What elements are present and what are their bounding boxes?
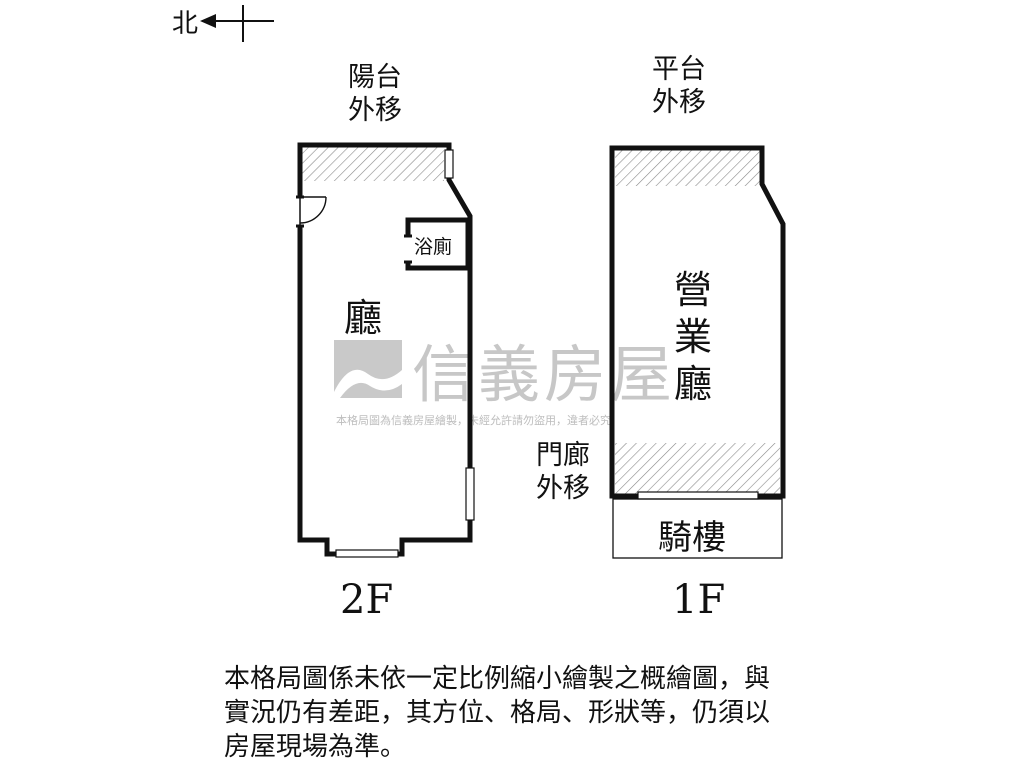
window-2f-side (465, 467, 475, 521)
north-compass: 北 (172, 5, 274, 42)
porch-hatched-area (615, 443, 780, 495)
watermark-notice: 本格局圖為信義房屋繪製，未經允許請勿盜用，違者必究 (336, 413, 611, 427)
floor-label-1f: 1F (672, 577, 725, 623)
platform-hatched-area (615, 150, 760, 186)
platform-note-line2: 外移 (652, 87, 706, 118)
floor-label-2f: 2F (340, 577, 393, 623)
wall-1f-outline (609, 145, 786, 499)
hall-label-char1: 營 (674, 268, 712, 312)
bathroom-label: 浴廁 (414, 235, 452, 258)
plan-1f: 平台 外移 營 業 廳 門廊 外移 騎樓 1F (536, 54, 786, 623)
hall-label-char2: 業 (674, 315, 712, 359)
disclaimer-line-3: 房屋現場為準。 (224, 732, 407, 762)
wall-2f-outline (297, 142, 473, 557)
balcony-note-line1: 陽台 (348, 62, 402, 93)
disclaimer: 本格局圖係未依一定比例縮小繪製之概繪圖，與 實況仍有差距，其方位、格局、形狀等，… (224, 662, 864, 764)
porch-note-line1: 門廊 (536, 440, 590, 471)
arcade-label: 騎樓 (658, 518, 726, 558)
disclaimer-line-2: 實況仍有差距，其方位、格局、形狀等，仍須以 (224, 698, 771, 728)
porch-note-line2: 外移 (536, 473, 590, 504)
watermark: 信義房屋 本格局圖為信義房屋繪製，未經允許請勿盜用，違者必究 (334, 338, 676, 427)
balcony-note-line2: 外移 (348, 95, 402, 126)
hall-label-char3: 廳 (674, 362, 712, 406)
window-1f-front (637, 491, 759, 500)
door-2f (296, 195, 327, 228)
watermark-brand: 信義房屋 (412, 338, 676, 411)
window-2f-balcony (444, 149, 454, 179)
disclaimer-line-1: 本格局圖係未依一定比例縮小繪製之概繪圖，與 (224, 664, 771, 694)
living-room-label: 廳 (344, 296, 382, 340)
bathroom-walls (405, 217, 471, 271)
plan-2f: 陽台 外移 浴廁 廳 2F (296, 62, 475, 623)
balcony-hatched-area (302, 147, 444, 181)
arcade-box (612, 498, 783, 559)
window-2f-bottom (335, 549, 399, 558)
platform-note-line1: 平台 (652, 54, 706, 85)
watermark-logo (334, 340, 402, 398)
north-label: 北 (172, 9, 198, 39)
